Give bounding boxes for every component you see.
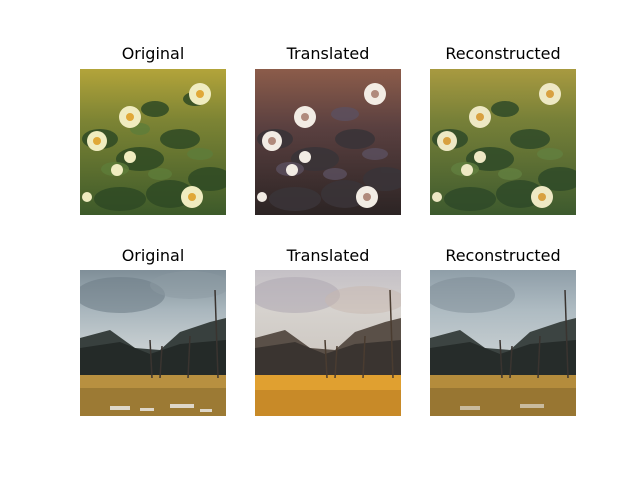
panel-title: Reconstructed (445, 246, 561, 265)
flowers-reconstructed-image (430, 69, 576, 215)
landscape-reconstructed-image (430, 270, 576, 416)
panel-title: Reconstructed (445, 44, 561, 63)
panel-title: Original (121, 246, 185, 265)
flowers-original-image (80, 69, 226, 215)
flowers-translated-image (255, 69, 401, 215)
panel-title: Original (121, 44, 185, 63)
panel-title: Translated (286, 44, 370, 63)
panel-title: Translated (286, 246, 370, 265)
landscape-translated-image (255, 270, 401, 416)
landscape-original-image (80, 270, 226, 416)
